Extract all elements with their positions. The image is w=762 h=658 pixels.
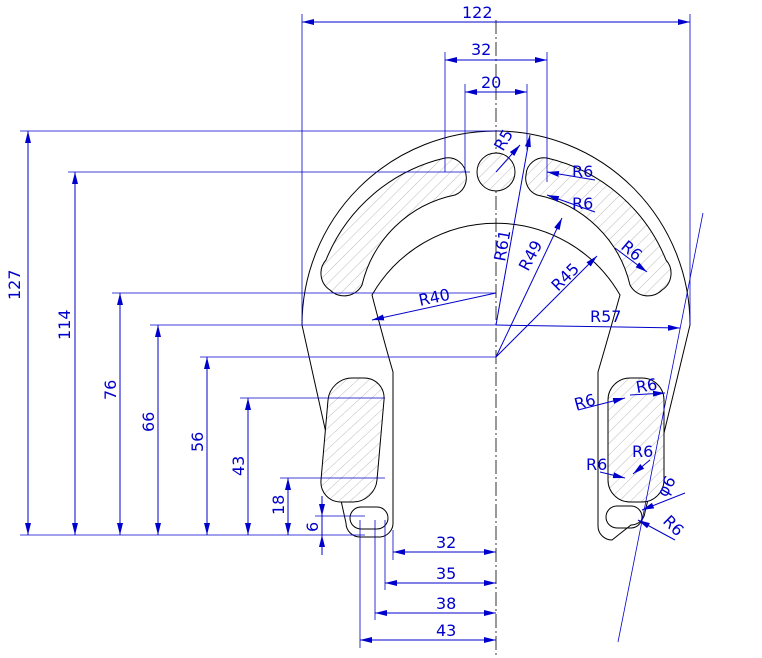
outer-profile	[301, 130, 691, 541]
label-r40: R40	[417, 285, 452, 310]
dim-122: 122	[462, 3, 493, 22]
label-r6-h: R6	[659, 511, 687, 539]
dim-18: 18	[269, 495, 288, 515]
top-dimensions: 122 32 20	[302, 3, 690, 95]
label-r6-a: R6	[572, 162, 593, 181]
label-r6-f: R6	[586, 455, 607, 474]
label-r6-g: R6	[632, 442, 653, 461]
bottom-dimensions: 32 35 38 43	[360, 533, 496, 643]
left-leg-slot	[320, 377, 385, 503]
label-r57: R57	[590, 307, 621, 326]
dim-32-top: 32	[471, 40, 491, 59]
label-r6-e: R6	[634, 375, 658, 397]
label-r6-b: R6	[572, 194, 593, 213]
dim-43-bottom: 43	[436, 621, 456, 640]
label-r5: R5	[490, 126, 517, 154]
left-dimensions: 127 114 76 66 56 43 18 6	[5, 131, 325, 555]
dim-32-bottom: 32	[436, 533, 456, 552]
dim-114: 114	[55, 309, 74, 340]
label-r49: R49	[515, 237, 547, 274]
label-r6-d: R6	[572, 390, 597, 414]
right-small-slot	[605, 505, 643, 529]
dim-56: 56	[188, 432, 207, 452]
dim-43-left: 43	[229, 456, 248, 476]
right-leg-slot	[607, 377, 665, 503]
dim-20: 20	[481, 73, 501, 92]
dim-6: 6	[303, 522, 322, 532]
left-arc-slot	[320, 157, 467, 297]
label-r61: R61	[490, 228, 514, 262]
dim-66: 66	[139, 412, 158, 432]
dim-38: 38	[436, 594, 456, 613]
left-small-slot	[349, 506, 389, 530]
label-r45: R45	[547, 259, 583, 295]
right-arc-slot	[525, 157, 672, 297]
dim-127: 127	[5, 269, 24, 300]
part-geometry	[301, 130, 691, 541]
extension-lines	[20, 14, 704, 648]
dim-35: 35	[436, 564, 456, 583]
dim-76: 76	[101, 380, 120, 400]
